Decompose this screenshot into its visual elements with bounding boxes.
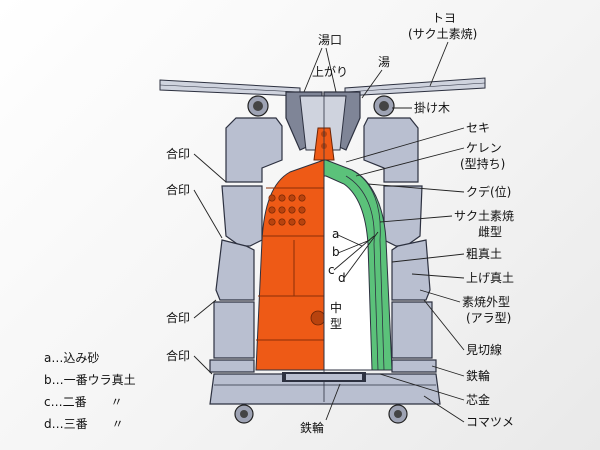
toyo-trough-left (159, 79, 301, 97)
label-keren: ケレン (466, 141, 502, 155)
label-sakudo-sub: 雌型 (478, 224, 502, 239)
bottom-roll-left (234, 404, 254, 424)
bell-exterior-half (255, 159, 325, 371)
outer-mold-right (363, 117, 437, 373)
legend: a…込み砂 b…一番ウラ真土 c…二番 〃 d…三番 〃 (44, 351, 136, 431)
top-mold (285, 91, 361, 151)
label-shingane: 芯金 (466, 392, 490, 407)
legend-item-d: d…三番 〃 (44, 417, 124, 431)
tetsurin-bottom-ring (282, 372, 366, 382)
label-sotogata-sub: (アラ型) (466, 311, 511, 325)
legend-item-b: b…一番ウラ真土 (44, 373, 136, 387)
label-aijirushi-4: 合印 (166, 348, 190, 363)
bottom-roll-right (388, 404, 408, 424)
label-d: d (338, 271, 346, 285)
label-yu: 湯 (378, 55, 390, 69)
toyo-trough-right (344, 77, 486, 97)
bell-nipple-grid (268, 194, 306, 226)
bell-striking-seat (310, 310, 326, 326)
label-nakagata-1: 中 (330, 300, 342, 315)
label-aramatsuchi: 粗真土 (466, 247, 502, 261)
kakegi-roll-left (247, 95, 269, 117)
kakegi-roll-right (373, 95, 395, 117)
label-mikirisen: 見切線 (466, 342, 502, 357)
label-c: c (328, 263, 335, 277)
label-sotogata: 素焼外型 (462, 295, 510, 309)
label-aijirushi-2: 合印 (166, 182, 190, 197)
label-aijirushi-3: 合印 (166, 310, 190, 325)
label-b: b (332, 245, 340, 259)
label-sakudo: サク土素焼 (454, 209, 514, 223)
legend-item-c: c…二番 〃 (44, 395, 123, 409)
outer-mold-left (209, 117, 283, 373)
label-kakegi: 掛け木 (414, 100, 450, 115)
label-aijirushi-1: 合印 (166, 146, 190, 161)
label-toyo-sub: (サク土素焼) (408, 27, 477, 41)
label-yuguchi: 湯口 (318, 33, 342, 47)
label-toyo: トヨ (432, 11, 456, 25)
label-a: a (332, 227, 339, 241)
label-agemantsuchi: 上げ真土 (466, 271, 514, 285)
label-tetsurin-bottom: 鉄輪 (300, 420, 324, 435)
label-tetsurin-right: 鉄輪 (466, 368, 490, 383)
label-keren-sub: (型持ち) (460, 156, 505, 171)
label-agari: 上がり (312, 64, 348, 79)
label-kude: クデ(位) (466, 184, 511, 199)
legend-item-a: a…込み砂 (44, 351, 99, 365)
label-seki: セキ (466, 121, 490, 135)
label-nakagata-2: 型 (330, 317, 342, 331)
label-komatsume: コマツメ (466, 415, 514, 429)
